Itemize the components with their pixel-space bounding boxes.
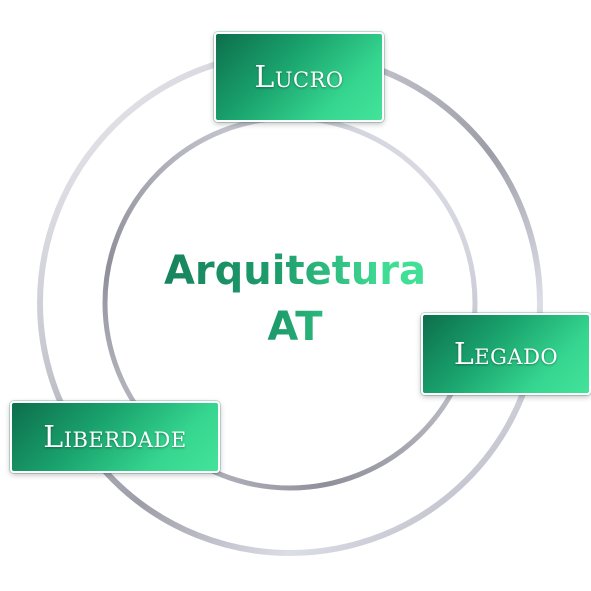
center-title: Arquitetura AT	[120, 243, 470, 355]
node-legado-label: Legado	[453, 336, 559, 372]
center-title-line1: Arquitetura	[163, 248, 427, 294]
node-legado: Legado	[421, 313, 591, 395]
center-title-line2: AT	[267, 304, 323, 350]
node-liberdade-label: Liberdade	[43, 419, 187, 455]
node-lucro: Lucro	[214, 32, 384, 122]
node-liberdade: Liberdade	[10, 401, 220, 473]
node-lucro-label: Lucro	[254, 59, 344, 95]
